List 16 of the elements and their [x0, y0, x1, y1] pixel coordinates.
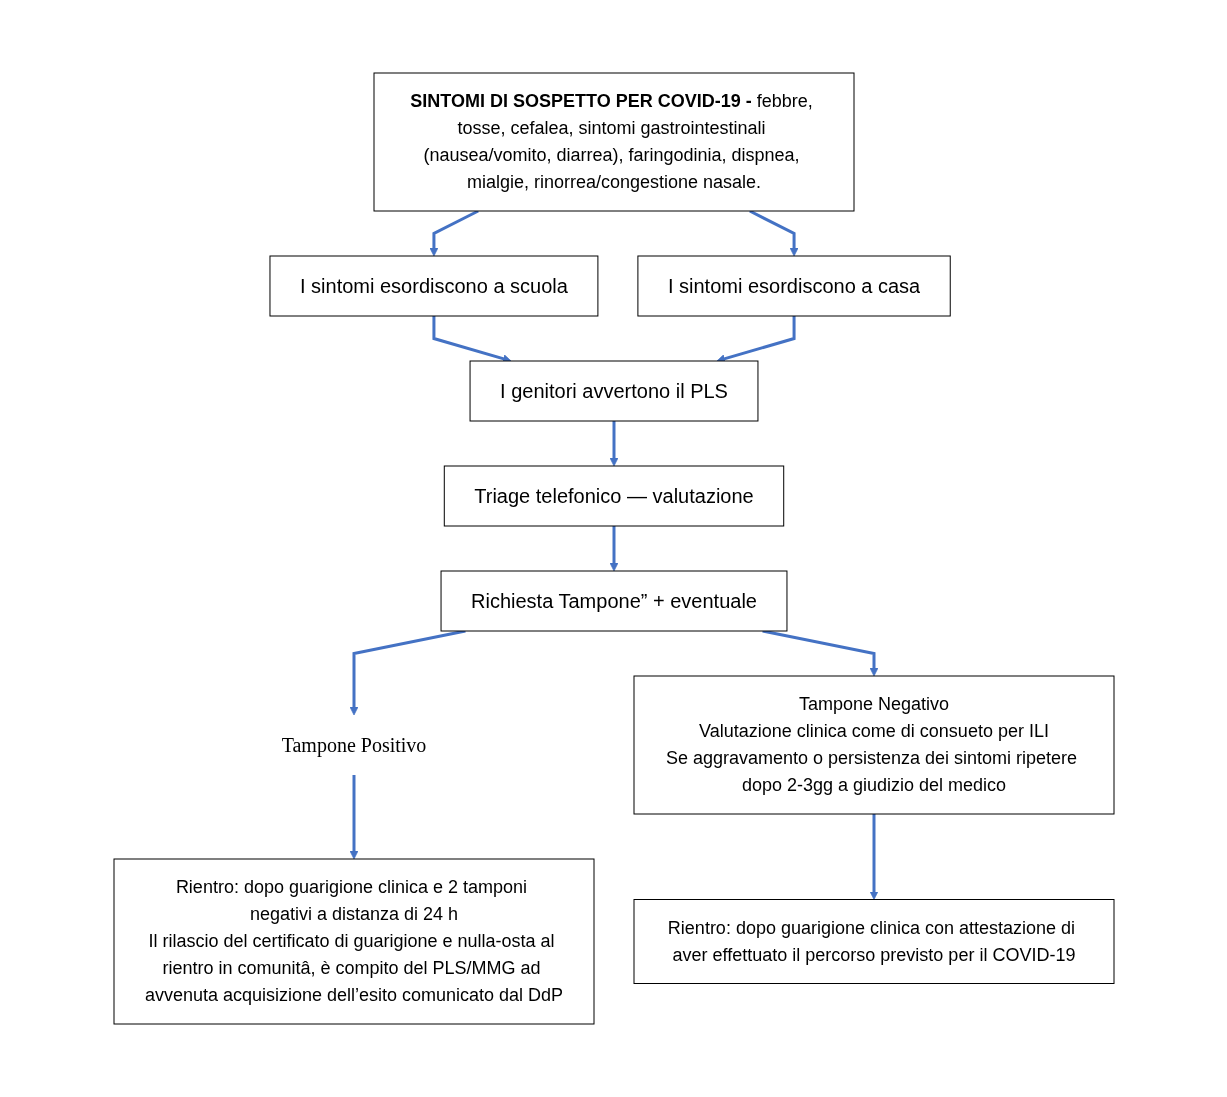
arrow: [431, 316, 511, 363]
node-box: Rientro: dopo guarigione clinica e 2 tamponi negativi a distanza di 24 h Il rilascio del certificato di guarigione e nulla-osta al rientro in comunitâ, è compito del PLS/MMG ad avvenuta acquisizione dell’esito comunicato dal DdP: [113, 858, 594, 1025]
arrow: [869, 814, 878, 900]
node-box: Rientro: dopo guarigione clinica con attestazione di aver effettuato il percorso previsto per il COVID-19: [633, 899, 1114, 984]
node-box: I sintomi esordiscono a casa: [636, 255, 951, 317]
arrow: [609, 526, 618, 572]
node-box: Richiesta Tampone” + eventuale: [440, 570, 787, 632]
arrow: [609, 421, 618, 467]
arrow: [349, 775, 358, 860]
node-box: I genitori avvertono il PLS: [469, 360, 758, 422]
node-box: I sintomi esordiscono a scuola: [268, 255, 598, 317]
node-text: Tampone Positivo: [281, 734, 426, 756]
node-box: Tampone Negativo Valutazione clinica come di consueto per ILI Se aggravamento o persistenza dei sintomi ripetere dopo 2-3gg a giudizio del medico: [633, 675, 1114, 815]
arrow: [716, 316, 796, 363]
node-box: Triage telefonico — valutazione: [443, 465, 784, 527]
node-box: SINTOMI DI SOSPETTO PER COVID-19 - febbre, tosse, cefalea, sintomi gastrointestinali (nausea/vomito, diarrea), faringodinia, dispnea, mialgie, rinorrea/congestione nasale.: [373, 72, 854, 212]
